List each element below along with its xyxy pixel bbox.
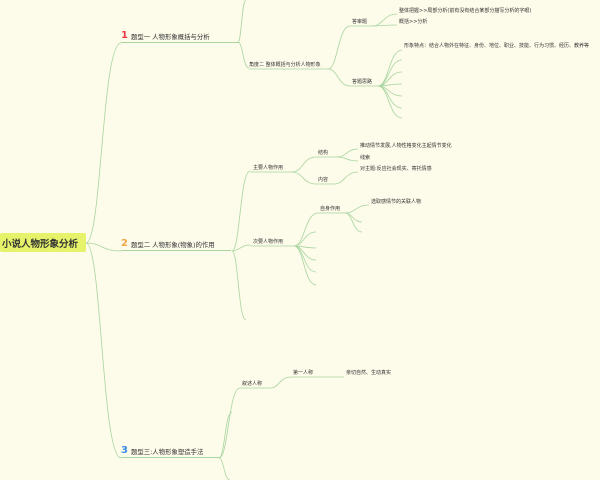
category-1-label: 题型一 人物形象概括与分析 <box>130 32 210 41</box>
link-cat1-top <box>237 0 247 43</box>
node-answer-question[interactable]: 答审题 <box>352 19 368 25</box>
category-1[interactable]: 1 题型一 人物形象概括与分析 <box>121 30 239 43</box>
category-3-number: 3 <box>121 445 128 456</box>
node-answer-question-b[interactable]: 概括>>分析 <box>399 19 428 25</box>
link-main-content <box>291 171 317 185</box>
link-angle2-answerpath <box>327 68 351 87</box>
node-self-role-a[interactable]: 选取感情节的关联人物 <box>371 199 422 205</box>
link-answerpath-0 <box>377 49 403 87</box>
node-answer-path[interactable]: 答题思路 <box>352 79 373 85</box>
category-3-label: 题型三:人物形象塑造手法 <box>130 447 204 456</box>
category-2[interactable]: 2 题型二 人物形象(物象)的作用 <box>121 238 231 251</box>
link-cat3-stub-b <box>218 457 231 480</box>
link-minor-stub-0 <box>293 231 317 247</box>
link-structure-b <box>336 156 359 162</box>
node-structure-b[interactable]: 线索 <box>360 155 371 161</box>
link-cat3-narrative <box>218 387 241 459</box>
node-first-person[interactable]: 第一人称 <box>293 370 314 376</box>
link-answerpath-6 <box>377 85 403 119</box>
link-self-a <box>344 204 370 214</box>
node-answer-path-a[interactable]: 形象特点：结合人物外在特征、身份、地位、职业、技能、行为习惯、经历、教养等 <box>404 43 590 49</box>
node-answer-question-a[interactable]: 整体把握>>局部分析(前有没有结合某部分描写分析的字眼) <box>399 8 532 14</box>
link-cat2-minor <box>231 244 251 252</box>
root-topic[interactable]: 小说人物形象分析 <box>0 233 86 252</box>
link-content-a <box>333 171 359 185</box>
link-structure-a <box>336 148 359 158</box>
link-minor-self <box>293 212 319 247</box>
link-narrative-first <box>269 376 292 389</box>
link-cat1-angle2 <box>237 41 250 69</box>
link-answerq-b <box>371 24 398 27</box>
link-cat2-main <box>231 170 251 252</box>
link-cat2-lower <box>231 250 247 321</box>
node-self-role[interactable]: 自身作用 <box>320 206 341 212</box>
link-cat3-stub-a <box>218 411 233 459</box>
link-angle2-answerq <box>327 25 351 70</box>
link-root-cat1 <box>85 42 122 244</box>
category-3[interactable]: 3 题型三:人物形象塑造手法 <box>121 445 219 458</box>
link-main-structure <box>291 156 317 173</box>
category-1-number: 1 <box>121 30 128 41</box>
category-2-label: 题型二 人物形象(物象)的作用 <box>130 240 215 249</box>
root-title: 小说人物形象分析 <box>2 238 79 250</box>
link-minor-stub-4 <box>293 245 317 286</box>
link-answerq-a <box>371 13 398 27</box>
link-self-stub-1 <box>344 212 363 233</box>
node-angle-two[interactable]: 角度二 整体概括与分析人物形象 <box>249 62 321 68</box>
node-minor-role[interactable]: 次要人物作用 <box>253 239 284 245</box>
node-structure[interactable]: 结构 <box>318 150 329 156</box>
node-main-role[interactable]: 主要人物作用 <box>253 165 284 171</box>
node-narrative[interactable]: 叙述人称 <box>242 381 263 387</box>
category-2-number: 2 <box>121 238 128 249</box>
node-content-a[interactable]: 对主题:反应社会现实、寄托情感 <box>360 166 432 172</box>
node-first-person-a[interactable]: 亲切自然、生动真实 <box>346 370 392 376</box>
link-root-cat2 <box>85 242 122 252</box>
link-root-cat3 <box>85 242 122 459</box>
link-answerpath-1 <box>377 59 403 87</box>
node-structure-a[interactable]: 推动情节发展,人物性格变化主起情节变化 <box>360 143 452 149</box>
node-content[interactable]: 内容 <box>318 177 329 183</box>
